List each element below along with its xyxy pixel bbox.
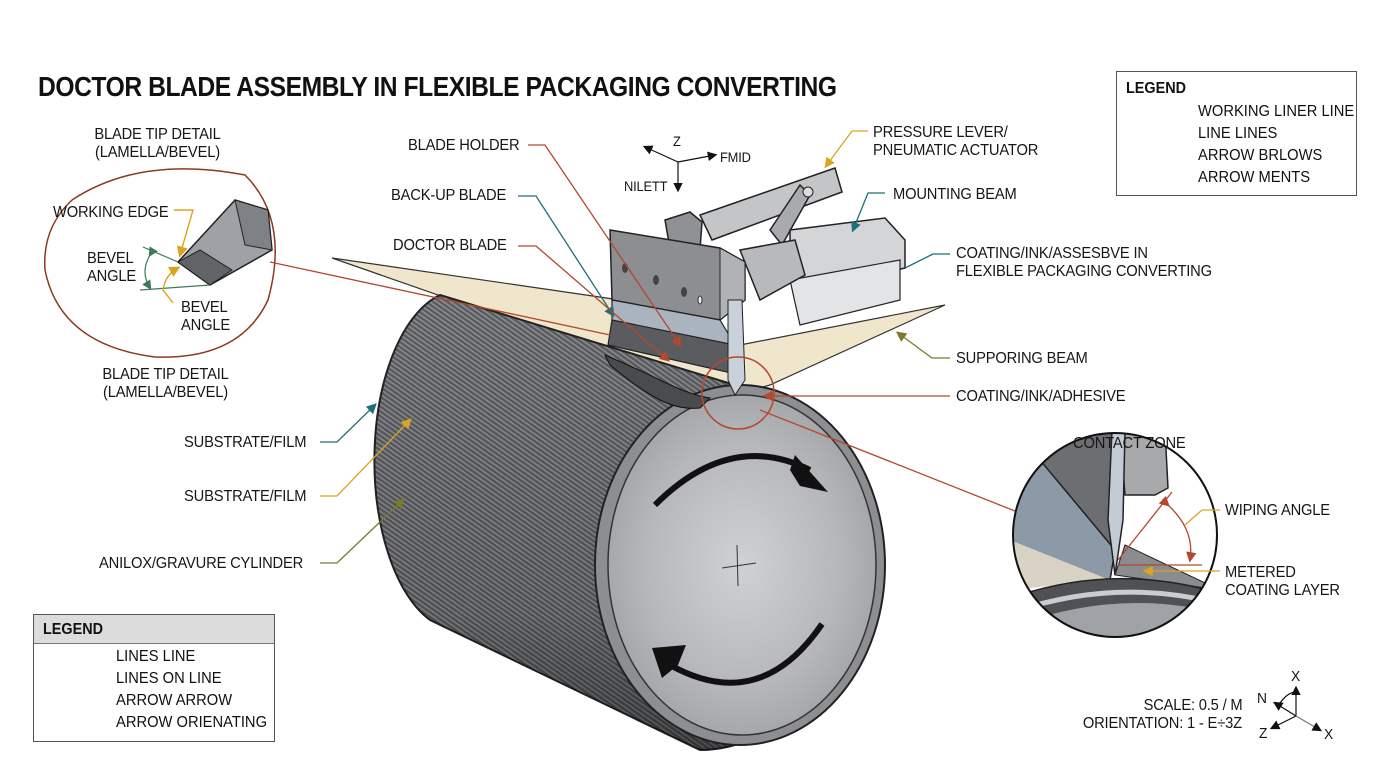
blade-holder-label: BLADE HOLDER [408,137,520,154]
legend-title: LEGEND [43,621,104,638]
legend-bottom-left: LEGEND LINES LINE LINES ON LINE ARROW AR… [33,614,275,742]
contact-zone-detail [1012,432,1220,638]
legend-item: ARROW MENTS [1198,169,1311,186]
pressure-lever-label: PRESSURE LEVER/ PNEUMATIC ACTUATOR [873,124,1039,159]
axis-label-nilett: NILETT [624,178,668,194]
bottom-axes-indicator [1269,685,1323,732]
axis-label-x-right: X [1324,726,1334,743]
substrate-film-label-1: SUBSTRATE/FILM [184,434,307,451]
detail-leader [269,261,611,336]
blade-tip-detail [43,168,611,358]
anilox-cylinder-label: ANILOX/GRAVURE CYLINDER [99,555,304,572]
back-up-blade-label: BACK-UP BLADE [391,187,507,204]
legend-top-right: LEGEND WORKING LINER LINE LINE LINES ARR… [1116,71,1357,196]
legend-header-bar [34,615,274,644]
axis-label-z: Z [673,133,681,149]
orientation-text: ORIENTATION: 1 - E÷3Z [1082,715,1242,732]
contact-zone-label: CONTACT ZONE [1073,435,1186,452]
contact-zone-marker [701,356,775,430]
coating-assembly-label: COATING/INK/ASSESBVE IN FLEXIBLE PACKAGI… [956,245,1212,280]
legend-item: ARROW ORIENATING [116,714,268,731]
blade-holder-assembly [607,167,906,397]
legend-item: ARROW ARROW [116,692,233,709]
center-cross [721,562,757,569]
mounting-beam-label: MOUNTING BEAM [893,186,1017,203]
scale-text: SCALE: 0.5 / M [1143,697,1242,714]
legend-item: ARROW BRLOWS [1198,147,1323,164]
rotation-arrow-top [652,453,812,508]
coating-ink-adhesive-label: COATING/INK/ADHESIVE [956,388,1126,405]
axis-label-x-top: X [1291,668,1301,685]
axis-label-fmid: FMID [720,149,751,165]
legend-item: WORKING LINER LINE [1198,103,1355,120]
leader-lines [320,130,950,564]
legend-item: LINES LINE [116,648,196,665]
top-axes-indicator [642,145,718,193]
blade-tip-detail-caption: BLADE TIP DETAIL (LAMELLA/BEVEL) [102,366,229,401]
axis-label-z-bottom: Z [1259,725,1268,742]
wiping-angle-label: WIPING ANGLE [1225,502,1330,519]
blade-tip-detail-title: BLADE TIP DETAIL (LAMELLA/BEVEL) [94,126,221,161]
pressure-lever-arm [698,167,843,241]
doctor-blade-label: DOCTOR BLADE [393,237,507,254]
metered-coating-layer-label: METERED COATING LAYER [1225,564,1340,599]
bevel-angle-label-right: BEVEL ANGLE [181,299,230,334]
ink-layer [603,354,712,409]
legend-item: LINES ON LINE [116,670,222,687]
bevel-angle-label-left: BEVEL ANGLE [87,250,136,285]
diagram-title: DOCTOR BLADE ASSEMBLY IN FLEXIBLE PACKAG… [38,71,837,102]
legend-item: LINE LINES [1198,125,1278,142]
working-edge-label: WORKING EDGE [53,204,169,221]
substrate-film-label-2: SUBSTRATE/FILM [184,488,307,505]
supporting-beam-label: SUPPORING BEAM [956,350,1088,367]
rotation-arrow-bottom [668,622,825,686]
legend-title: LEGEND [1126,80,1187,97]
axis-label-n: N [1257,690,1267,707]
anilox-cylinder [373,293,886,752]
